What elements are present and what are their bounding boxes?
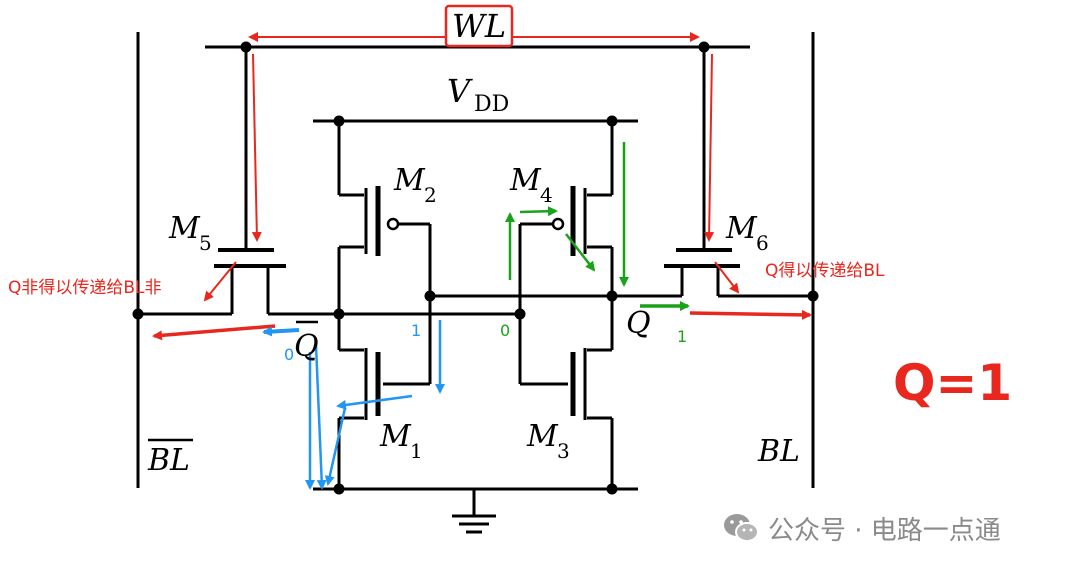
m4-bubble xyxy=(551,217,565,231)
bitline-label: BL xyxy=(757,434,800,469)
wordline-label: WL xyxy=(452,7,506,45)
watermark-text: 公众号 · 电路一点通 xyxy=(768,515,1001,546)
blue-arrows xyxy=(262,320,445,490)
m4-label: M xyxy=(509,163,542,198)
m2-sub-label: 2 xyxy=(424,183,437,207)
m4-sub-label: 4 xyxy=(540,183,553,207)
m3-label: M xyxy=(526,419,559,454)
vdd-sub-label: DD xyxy=(474,92,509,117)
m5-sub-label: 5 xyxy=(199,231,212,255)
qbar-node-label: Q xyxy=(294,329,319,364)
red-arrows xyxy=(152,32,812,341)
q-bit-value-left: 0 xyxy=(500,321,510,340)
qbar-bit-value-left: 0 xyxy=(284,345,294,364)
m2-bubble xyxy=(386,217,400,231)
m1-label: M xyxy=(379,419,412,454)
qbar-bit-value-right: 1 xyxy=(411,321,421,340)
wl-highlight-box xyxy=(444,4,514,48)
bitline-bar-label: BL xyxy=(147,443,190,478)
m5-label: M xyxy=(168,211,201,246)
watermark: 公众号 · 电路一点通 xyxy=(722,506,1062,550)
state-label: Q=1 xyxy=(893,354,1012,412)
m2-label: M xyxy=(393,163,426,198)
q-transfer-note: Q得以传递给BL xyxy=(765,261,885,281)
green-arrows xyxy=(505,142,690,311)
q-bit-value-right: 1 xyxy=(677,327,687,346)
m6-sub-label: 6 xyxy=(756,231,769,255)
wechat-icon xyxy=(722,511,760,545)
q-node-label: Q xyxy=(626,306,651,341)
vdd-label: V xyxy=(447,72,473,110)
junction-dots xyxy=(132,41,819,495)
qbar-transfer-note: Q非得以传递给BL非 xyxy=(8,278,162,298)
m1-sub-label: 1 xyxy=(410,439,423,463)
m3-sub-label: 3 xyxy=(557,439,570,463)
m6-label: M xyxy=(725,211,758,246)
